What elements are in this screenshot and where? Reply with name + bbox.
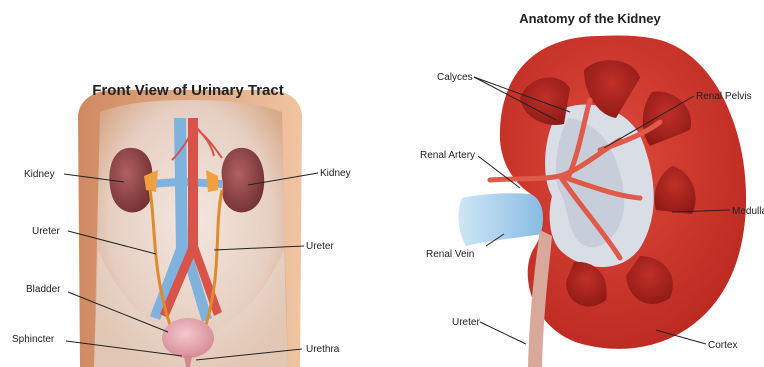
label-ureter-right: Ureter	[306, 241, 334, 252]
kidney-right-shape	[222, 148, 265, 213]
label-renal-vein: Renal Vein	[426, 249, 474, 260]
label-kidney-right: Kidney	[320, 168, 351, 179]
label-medulla: Medulla	[732, 206, 764, 217]
label-ureter-kidney: Ureter	[452, 317, 480, 328]
bladder-shape	[162, 318, 214, 358]
urinary-tract-illustration	[78, 90, 302, 367]
label-renal-artery: Renal Artery	[420, 150, 475, 161]
label-sphincter: Sphincter	[12, 334, 55, 345]
label-bladder: Bladder	[26, 284, 61, 295]
label-calyces: Calyces	[437, 72, 473, 83]
label-renal-pelvis: Renal Pelvis	[696, 91, 752, 102]
label-urethra: Urethra	[306, 344, 340, 355]
label-cortex: Cortex	[708, 340, 737, 351]
kidney-cross-section	[459, 35, 747, 367]
left-panel-title: Front View of Urinary Tract	[92, 82, 283, 99]
label-kidney-left: Kidney	[24, 169, 55, 180]
label-ureter-left: Ureter	[32, 226, 60, 237]
right-panel-title: Anatomy of the Kidney	[519, 11, 661, 26]
